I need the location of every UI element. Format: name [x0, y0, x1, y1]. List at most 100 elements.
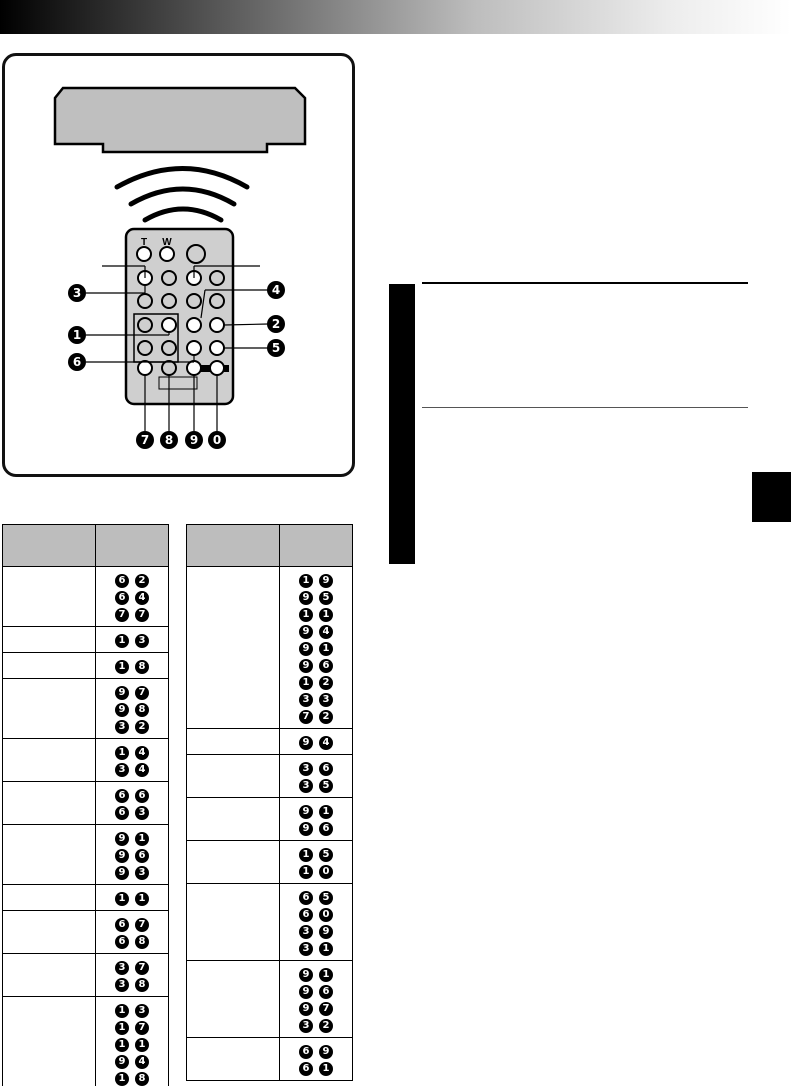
brand-cell: [186, 883, 280, 961]
callout-marker: 6: [68, 353, 86, 371]
code-digit: 6: [299, 1061, 313, 1076]
code-digit: 8: [135, 934, 149, 949]
brand-cell: [186, 840, 280, 884]
callout-label: 0: [213, 433, 221, 447]
code-digit: 6: [115, 590, 129, 605]
code-digit: 3: [115, 977, 129, 992]
code-digit: 6: [115, 573, 129, 588]
code-digit: 6: [115, 805, 129, 820]
brand-cell: [186, 566, 280, 729]
remote-button-2: [209, 317, 225, 333]
brand-cell: [186, 797, 280, 841]
code-digit: 7: [135, 917, 149, 932]
code-digit: 3: [135, 633, 149, 648]
step-rule-middle: [422, 407, 748, 408]
signal-waves-icon: [114, 166, 250, 223]
brand-cell: [2, 566, 96, 627]
remote-button-tele: [136, 246, 152, 262]
code-digit: 7: [135, 1020, 149, 1035]
code-digit: 4: [135, 745, 149, 760]
code-digit: 8: [135, 702, 149, 717]
code-digit: 1: [319, 1061, 333, 1076]
code-digit: 1: [115, 633, 129, 648]
brand-cell: [2, 824, 96, 885]
callout-marker: 0: [208, 431, 226, 449]
remote-button-power: [186, 244, 206, 264]
remote-button-9: [186, 360, 202, 376]
code-digit: 4: [319, 624, 333, 639]
remote-buttons: [136, 244, 225, 376]
brand-cell: [2, 996, 96, 1086]
vcr-icon: [53, 86, 307, 154]
code-digit: 6: [299, 890, 313, 905]
code-digit: 7: [135, 607, 149, 622]
remote-button-0: [209, 360, 225, 376]
code-digit: 8: [135, 659, 149, 674]
code-digit: 9: [115, 865, 129, 880]
tele-label: T: [141, 237, 147, 248]
remote-dark-stripe: [188, 365, 229, 372]
code-digit: 9: [299, 821, 313, 836]
code-digit: 9: [299, 984, 313, 999]
code-digit: 1: [135, 1037, 149, 1052]
code-digit: 7: [135, 960, 149, 975]
code-digit: 7: [299, 709, 313, 724]
code-digit: 3: [299, 692, 313, 707]
brand-cell: [2, 910, 96, 954]
brand-cell: [2, 678, 96, 739]
code-digit: 9: [319, 924, 333, 939]
remote-button-wide: [159, 246, 175, 262]
callout-label: 6: [73, 355, 81, 369]
code-digit: 4: [135, 762, 149, 777]
remote-button: [137, 293, 153, 309]
callout-leader-lines: [86, 265, 269, 435]
callout-label: 4: [272, 283, 280, 297]
code-digit: 1: [319, 641, 333, 656]
code-digit: 6: [319, 984, 333, 999]
code-digit: 3: [115, 960, 129, 975]
header-cell: [186, 524, 280, 567]
brand-cell: [2, 953, 96, 997]
code-digit: 3: [135, 1003, 149, 1018]
callout-marker: 4: [267, 281, 285, 299]
code-digit: 3: [299, 778, 313, 793]
code-digit: 9: [299, 624, 313, 639]
callout-label: 7: [141, 433, 149, 447]
